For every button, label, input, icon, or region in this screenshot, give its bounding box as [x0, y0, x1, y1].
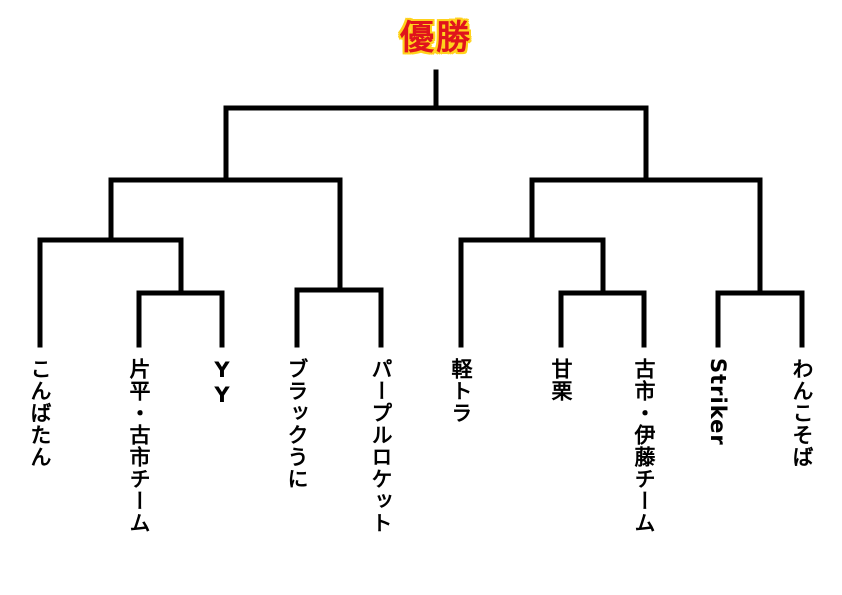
bracket-line-right-quarter	[458, 237, 606, 348]
bracket-line-match-de	[294, 287, 384, 348]
team-label-8: 古市・伊藤チーム	[632, 358, 656, 534]
bracket-line-match-bc	[136, 290, 225, 348]
team-label-1: こんばたん	[28, 358, 52, 468]
bracket-line-left-quarter	[37, 237, 184, 348]
bracket-line-match-gh	[558, 290, 647, 348]
team-label-4: ブラックうに	[285, 358, 309, 490]
championship-title: 優勝	[400, 18, 472, 58]
team-label-10: わんこそば	[790, 358, 814, 468]
bracket-line-left-semifinal	[108, 177, 343, 293]
team-label-5: パープルロケット	[369, 358, 393, 534]
bracket-line-final	[223, 69, 649, 183]
team-label-7: 甘栗	[549, 358, 573, 402]
team-label-3: ΥΥ	[210, 358, 234, 408]
team-label-2: 片平・古市チーム	[127, 358, 151, 534]
team-label-6: 軽トラ	[449, 358, 473, 424]
bracket-line-match-ij	[715, 290, 805, 348]
team-label-9: Striker	[706, 358, 730, 446]
bracket-line-right-semifinal	[529, 177, 763, 296]
